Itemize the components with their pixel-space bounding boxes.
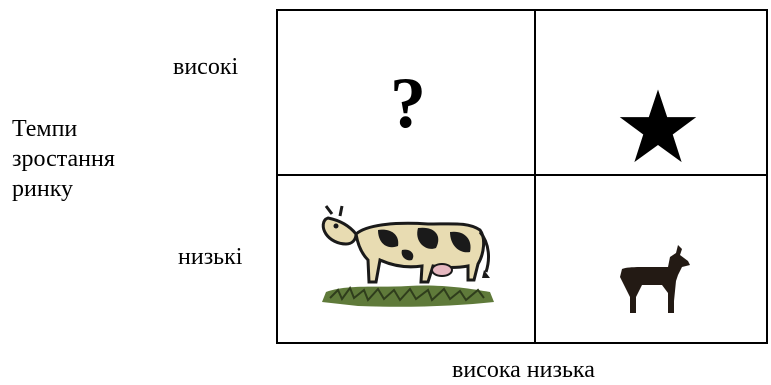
matrix-vertical-divider <box>534 11 536 342</box>
y-axis-title-line-1: Темпи <box>12 114 172 144</box>
y-axis-title-line-2: зростання <box>12 144 172 174</box>
row-label-high: високі <box>173 52 238 82</box>
question-mark-icon: ? <box>378 63 438 143</box>
row-label-low: низькі <box>178 242 242 272</box>
star-icon <box>619 88 697 166</box>
y-axis-title-line-3: ринку <box>12 174 172 204</box>
x-axis-labels: висока низька <box>452 355 595 385</box>
y-axis-title: Темпи зростання ринку <box>12 114 172 204</box>
matrix-horizontal-divider <box>278 174 766 176</box>
cow-icon <box>318 194 498 312</box>
bcg-matrix: ? <box>276 9 768 344</box>
dog-icon <box>616 241 696 317</box>
